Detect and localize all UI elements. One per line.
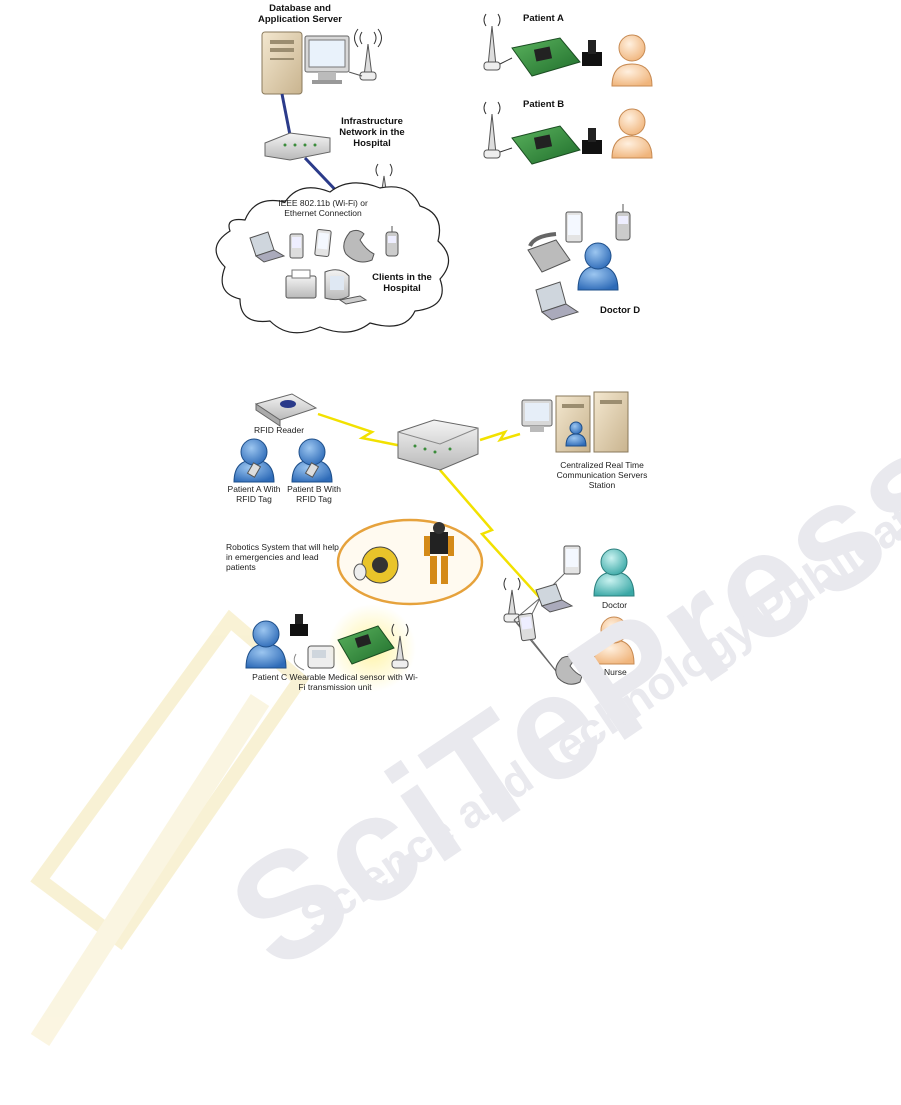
patient-c-avatar-icon [245,620,287,669]
patient-c-label: Patient C Wearable Medical sensor with W… [252,672,418,692]
robotics-system-icon [336,518,484,606]
phone-icon [343,229,375,263]
laptop-icon [249,231,286,263]
network-hub-icon [397,419,479,471]
watermark [30,609,310,1046]
hospital-cloud [215,182,450,334]
servers-station-icon [521,391,629,453]
pda-icon [289,233,304,259]
clients-in-hospital-label: Clients in the Hospital [372,272,432,294]
tablet-icon [563,545,581,575]
wireless-link-bolt [317,412,403,448]
antenna-icon [391,623,409,669]
pressure-sensor-icon [582,128,602,154]
phone-icon [555,655,583,685]
sensor-board-icon [511,37,581,77]
patient-b-avatar-icon [611,108,653,159]
robotics-system-label: Robotics System that will help in emerge… [226,542,339,572]
antenna-icon [483,13,501,71]
desktop-computer-icon [324,269,368,305]
wireless-link-bolt [479,429,521,443]
mobile-phone-icon [385,226,399,257]
doctor-avatar-icon [593,548,635,597]
bottom-figure [233,391,635,692]
wireless-link-bolt [439,469,541,599]
nurse-avatar-icon [593,616,635,665]
patient-a-rfid-label: Patient A With RFID Tag [227,484,281,504]
doctor-d-label: Doctor D [600,305,641,316]
network-hub-icon [264,132,331,161]
patient-b-label: Patient B [523,99,565,110]
antenna-icon [483,101,501,159]
tablet-icon [565,211,583,243]
pda-icon [518,612,536,642]
rfid-reader-label: RFID Reader [254,425,305,435]
sensor-board-icon [511,125,581,165]
infrastructure-network-label: Infrastructure Network in the Hospital [339,116,405,149]
wifi-connection-label: IEEE 802.11b (Wi-Fi) or Ethernet Connect… [278,198,368,218]
patient-a-label: Patient A [523,13,564,24]
servers-station-label: Centralized Real Time Communication Serv… [556,460,648,490]
database-server-icon [261,31,350,95]
pressure-sensor-icon [290,614,308,636]
antenna-icon [354,28,382,81]
printer-icon [285,269,317,299]
top-figure [215,13,653,334]
laptop-icon [535,281,580,321]
patient-a-avatar-icon [233,438,275,483]
tablet-icon [314,229,332,257]
laptop-icon [535,583,574,613]
nurse-label: Nurse [604,667,627,677]
desk-telephone-icon [527,232,571,273]
sensor-board-icon [337,625,395,665]
doctor-label: Doctor [602,600,628,610]
patient-a-avatar-icon [611,34,653,87]
rfid-reader-icon [254,393,318,427]
watermark-swoosh [30,609,310,950]
antenna-icon [503,577,521,623]
patient-b-rfid-label: Patient B With RFID Tag [287,484,341,504]
blood-pressure-monitor-icon [293,645,335,671]
pressure-sensor-icon [582,40,602,66]
db-server-label: Database and Application Server [258,3,342,25]
doctor-d-avatar-icon [577,242,619,291]
mobile-phone-icon [615,204,631,241]
patient-b-avatar-icon [291,438,333,483]
